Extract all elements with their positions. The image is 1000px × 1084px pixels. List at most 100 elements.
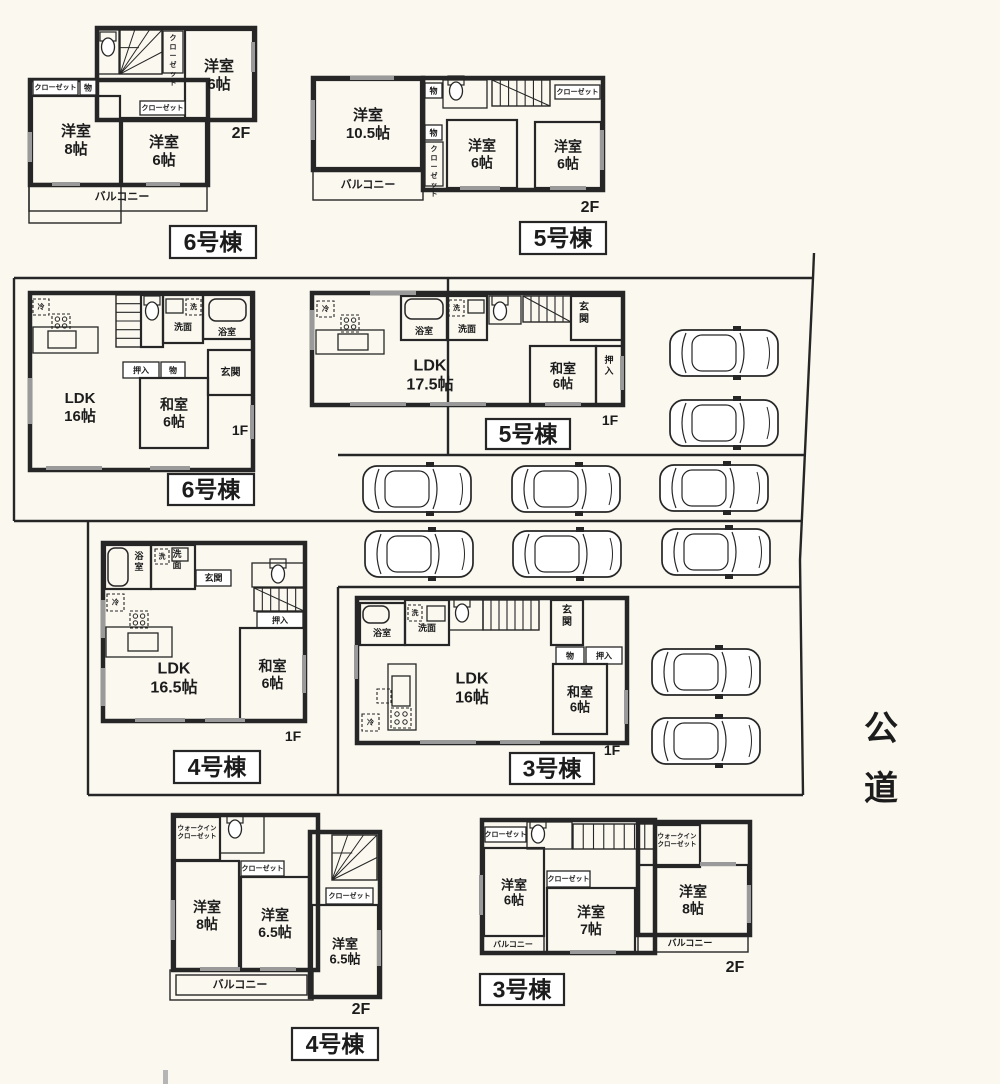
window-mark bbox=[600, 130, 604, 170]
stove-burner bbox=[139, 620, 146, 626]
window-mark bbox=[251, 42, 255, 72]
car-cabin bbox=[691, 334, 737, 372]
car-windshield bbox=[582, 533, 588, 575]
bathroom-label: 浴室 bbox=[373, 627, 391, 638]
car-cabin bbox=[673, 722, 719, 760]
building-name-6-text: 6号棟 bbox=[182, 477, 242, 503]
balcony-outline bbox=[312, 169, 424, 201]
window-mark bbox=[350, 402, 406, 406]
winder-step bbox=[331, 834, 349, 881]
site-boundary-line bbox=[798, 559, 805, 796]
car-mirror bbox=[733, 326, 741, 331]
window-mark bbox=[311, 100, 315, 140]
window-mark bbox=[28, 378, 32, 424]
partition bbox=[391, 675, 411, 707]
car-mirror bbox=[428, 576, 436, 581]
balcony-label: バルコニー bbox=[341, 178, 396, 191]
closet-vertical-label: クローゼット bbox=[431, 144, 438, 198]
window-mark bbox=[205, 718, 245, 722]
stove bbox=[51, 313, 71, 332]
car-icon bbox=[659, 464, 769, 512]
entrance-label: 玄関 bbox=[579, 300, 589, 325]
storage-box-text: 物 bbox=[430, 85, 438, 95]
balcony-outline bbox=[637, 934, 749, 953]
floor-label-1f: 1F bbox=[602, 412, 619, 428]
washer-box-text: 洗 bbox=[412, 608, 419, 617]
balcony-label: バルコニー bbox=[668, 938, 713, 948]
entrance bbox=[206, 348, 255, 397]
washer-box bbox=[185, 298, 202, 316]
winder-step bbox=[119, 51, 163, 75]
floor-label-2f: 2F bbox=[232, 125, 251, 142]
room-japanese-6 bbox=[138, 376, 210, 450]
partition bbox=[127, 632, 159, 652]
stove-burner bbox=[394, 719, 400, 725]
oshiire-box-text: 押入 bbox=[272, 615, 288, 625]
closet-box bbox=[484, 826, 527, 843]
floor-label-1f: 1F bbox=[285, 728, 302, 744]
oshiire-box-text: 押入 bbox=[596, 650, 612, 660]
car-icon bbox=[364, 530, 474, 578]
car-cabin bbox=[386, 535, 432, 573]
car-windshield bbox=[432, 468, 438, 510]
window-mark bbox=[260, 967, 296, 971]
partition bbox=[315, 329, 385, 355]
car-hood-line bbox=[756, 471, 760, 505]
toilet-icon bbox=[100, 37, 116, 57]
fridge-box bbox=[32, 298, 50, 316]
stairs-outline bbox=[491, 79, 551, 107]
car-rear-window bbox=[663, 651, 669, 693]
building-name-3 bbox=[478, 972, 566, 1007]
window-mark bbox=[150, 466, 190, 470]
window-mark bbox=[101, 668, 105, 706]
car-rear-window bbox=[374, 468, 380, 510]
balcony-label: バルコニー bbox=[213, 978, 268, 991]
stove bbox=[129, 610, 149, 629]
building-name-6 bbox=[166, 472, 256, 507]
car-hood-line bbox=[748, 655, 752, 689]
winder-step bbox=[331, 834, 364, 881]
stove-burner bbox=[402, 711, 408, 717]
partition bbox=[171, 547, 189, 562]
window-mark bbox=[479, 875, 483, 915]
car-mirror bbox=[576, 527, 584, 532]
outer-wall bbox=[354, 595, 630, 746]
oshiire-label: 押入 bbox=[603, 354, 613, 376]
car-mirror bbox=[715, 714, 723, 719]
room-western-6 bbox=[183, 28, 255, 122]
car-mirror bbox=[426, 462, 434, 467]
toilet-icon bbox=[448, 81, 464, 101]
site-boundary-line bbox=[798, 277, 815, 561]
closet-box bbox=[139, 100, 186, 116]
toilet-icon bbox=[530, 824, 546, 844]
floor-label-2f: 2F bbox=[726, 959, 745, 976]
car-hood-line bbox=[608, 472, 612, 506]
window-mark bbox=[370, 291, 416, 295]
closet-box bbox=[554, 84, 601, 100]
stove-burner bbox=[394, 711, 400, 717]
partition bbox=[162, 30, 184, 74]
partition bbox=[337, 333, 369, 351]
entrance-label: 玄関 bbox=[221, 365, 241, 378]
bathtub-icon bbox=[404, 298, 444, 320]
storage-box-text: 物 bbox=[430, 127, 438, 137]
storage-box-text: 物 bbox=[566, 650, 574, 660]
window-mark bbox=[310, 310, 314, 350]
washroom-label: 洗面 bbox=[418, 622, 436, 633]
stove-burner bbox=[350, 324, 357, 330]
washroom-label: 洗面 bbox=[174, 321, 192, 332]
car-hood-line bbox=[766, 336, 770, 370]
partition bbox=[97, 29, 120, 75]
car-rear-window bbox=[523, 468, 529, 510]
car-hood-line bbox=[459, 472, 463, 506]
floor-label-1f: 1F bbox=[604, 742, 621, 758]
